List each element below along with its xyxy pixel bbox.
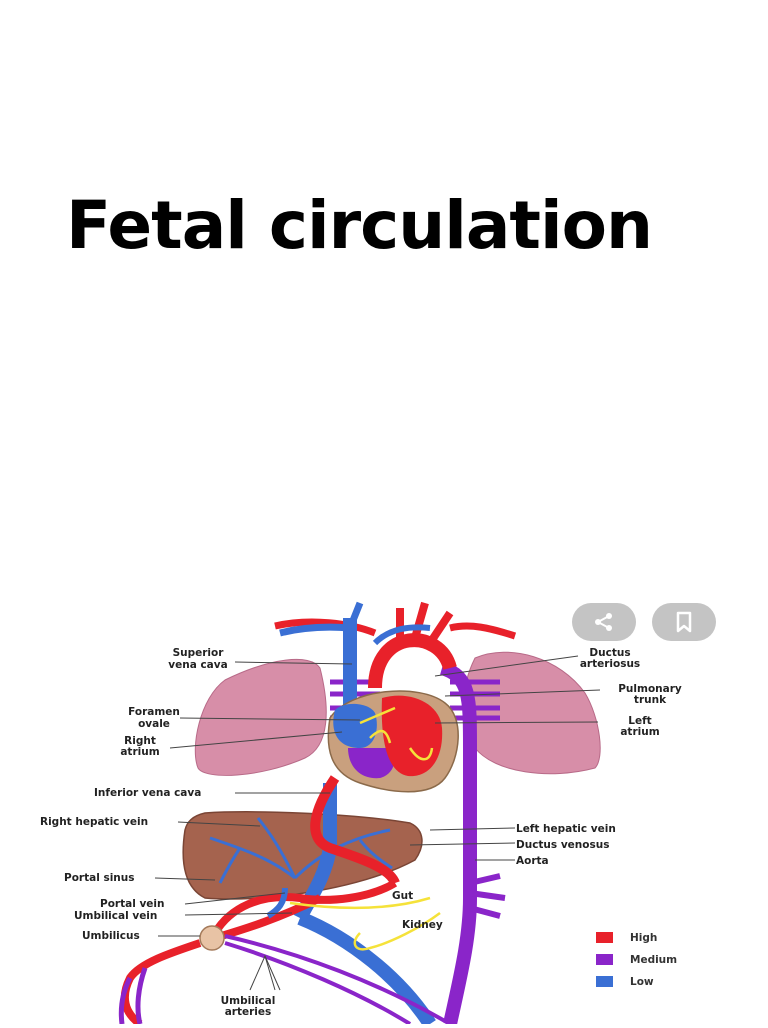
label-left-atrium-2: atrium [620, 726, 659, 738]
left-chambers [381, 695, 443, 777]
aorta-branches [469, 873, 506, 919]
label-portal-vein: Portal vein [100, 898, 165, 910]
share-button[interactable] [572, 603, 636, 641]
subclavian-left [274, 618, 377, 637]
heart-flow-arrows [359, 706, 434, 761]
share-icon [595, 613, 612, 631]
label-pulmonary-trunk-2: trunk [634, 694, 667, 706]
legend-label-medium: Medium [630, 954, 677, 966]
legend-swatch-high [596, 932, 613, 943]
ductus-venosus [310, 775, 400, 886]
label-ductus-venosus: Ductus venosus [516, 839, 609, 851]
legend-swatch-medium [596, 954, 613, 965]
left-lung [463, 651, 601, 775]
label-right-atrium-1: Right [124, 735, 156, 747]
leader-lines-right [409, 655, 601, 861]
label-umbilical-arteries-2: arteries [225, 1006, 272, 1018]
legend-label-high: High [630, 932, 657, 944]
aortic-arch [368, 633, 457, 689]
label-ductus-arteriosus-1: Ductus [589, 647, 630, 659]
ivc-branch [266, 887, 288, 919]
label-umbilical-vein: Umbilical vein [74, 910, 157, 922]
umbilical-arteries-vessels [224, 934, 452, 1026]
diagram-svg: Superior vena cava Foramen ovale Right a… [40, 601, 682, 1028]
umbilical-cord [120, 939, 202, 1028]
fetal-circulation-diagram: Superior vena cava Foramen ovale Right a… [30, 598, 768, 1028]
svc-branches [279, 601, 364, 637]
subclavian-right [449, 622, 517, 640]
label-left-atrium-1: Left [628, 715, 651, 727]
legend-swatch-low [596, 976, 613, 987]
pulmonary-branches-right [450, 679, 500, 721]
legend: High Medium Low [596, 932, 677, 988]
label-superior-vena-cava-2: vena cava [168, 659, 227, 671]
label-foramen-ovale-1: Foramen [128, 706, 180, 718]
leader-lines-left [154, 661, 361, 991]
svc-branch-right [372, 624, 431, 646]
label-right-atrium-2: atrium [120, 746, 159, 758]
right-lung [194, 658, 327, 776]
label-umbilicus: Umbilicus [82, 930, 140, 942]
ivc-lower [297, 911, 436, 1028]
bookmark-button[interactable] [652, 603, 716, 641]
slide-title: Fetal circulation [66, 187, 653, 264]
gut-flow [289, 896, 431, 909]
label-portal-sinus: Portal sinus [64, 872, 135, 884]
label-kidney: Kidney [402, 919, 443, 931]
label-left-hepatic-vein: Left hepatic vein [516, 823, 616, 835]
right-ventricle-chamber [348, 748, 395, 779]
liver [182, 811, 423, 900]
descending-aorta [439, 661, 477, 1026]
label-superior-vena-cava-1: Superior [173, 647, 225, 659]
right-atrium-chamber [333, 703, 377, 748]
label-umbilical-arteries-1: Umbilical [221, 995, 276, 1007]
label-pulmonary-trunk-1: Pulmonary [618, 683, 682, 695]
umbilical-cord-arteries [118, 967, 148, 1025]
label-right-hepatic-vein: Right hepatic vein [40, 816, 148, 828]
label-inferior-vena-cava: Inferior vena cava [94, 787, 201, 799]
label-gut: Gut [392, 890, 413, 902]
bookmark-icon [676, 611, 692, 633]
label-foramen-ovale-2: ovale [138, 718, 170, 730]
label-aorta: Aorta [516, 855, 549, 867]
umbilicus [199, 925, 225, 951]
legend-label-low: Low [630, 976, 654, 988]
kidney-flow [353, 911, 441, 951]
label-ductus-arteriosus-2: arteriosus [580, 658, 640, 670]
arch-branches [396, 601, 454, 646]
